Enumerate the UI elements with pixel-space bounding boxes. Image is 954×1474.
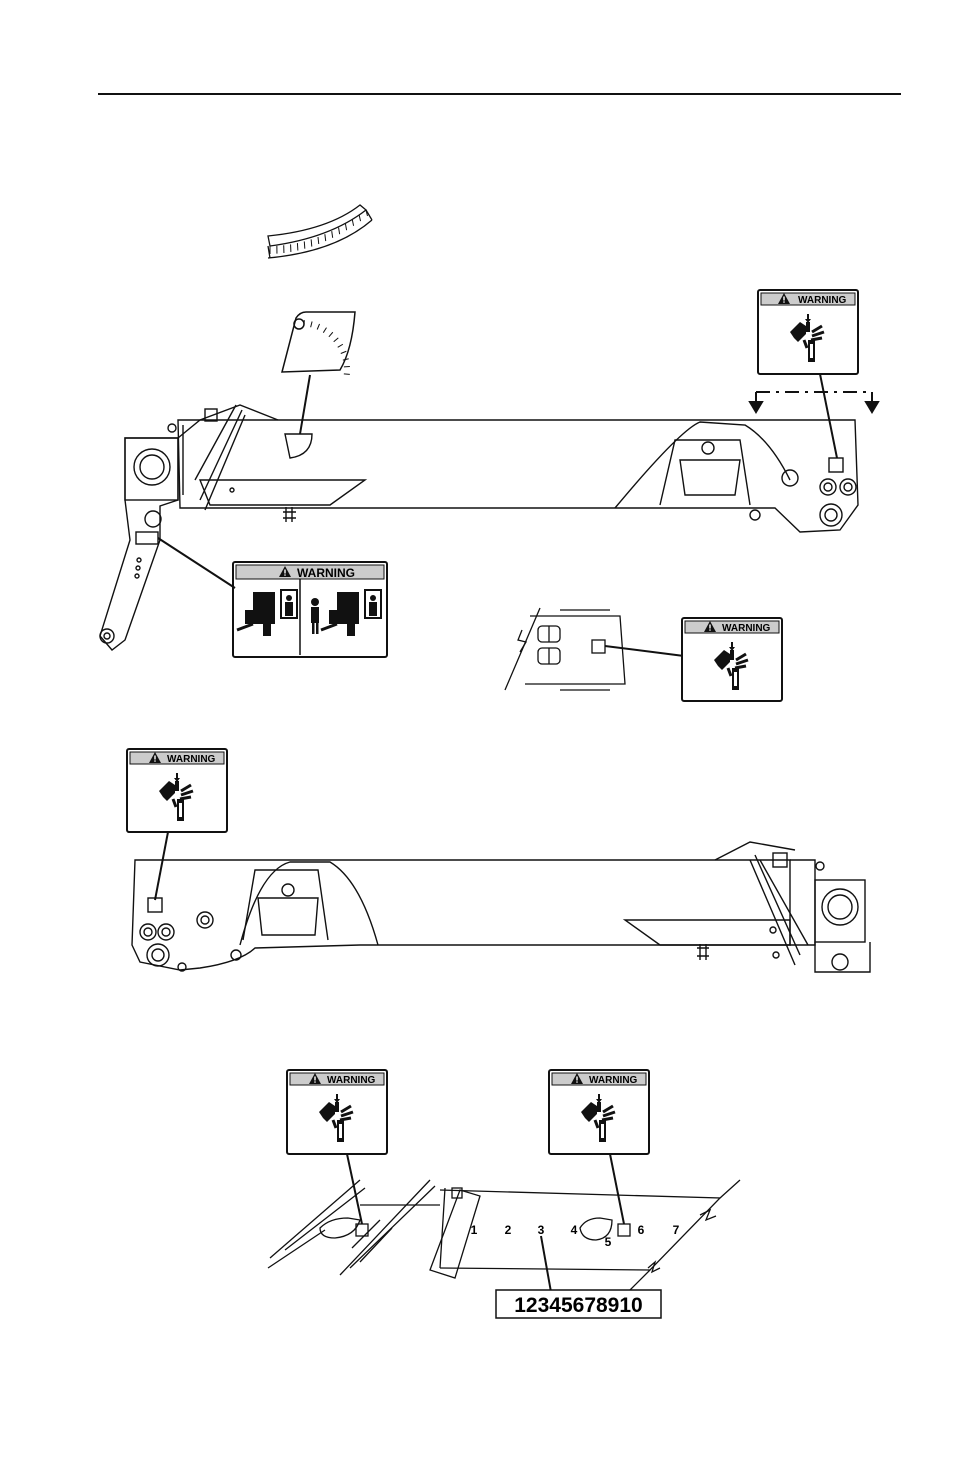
scale-tick xyxy=(318,237,319,244)
scale-tick xyxy=(339,228,340,235)
scale-tick xyxy=(304,320,305,326)
position-number: 6 xyxy=(638,1223,645,1237)
warning-decal-crush-1: WARNING xyxy=(758,290,858,374)
scale-tick xyxy=(332,231,333,238)
position-number: 5 xyxy=(605,1235,612,1249)
length-indicator-decal: 12345678910 xyxy=(496,1290,661,1318)
position-number: 7 xyxy=(673,1223,680,1237)
warning-label: WARNING xyxy=(297,566,355,580)
warning-decal-crush-5: WARNING xyxy=(549,1070,649,1154)
warning-decal-crush-3: WARNING xyxy=(127,749,227,832)
boom-position-numbers: 1 2 3 4 5 6 7 xyxy=(471,1223,680,1249)
position-number: 3 xyxy=(538,1223,545,1237)
warning-decal-crush-4: WARNING xyxy=(287,1070,387,1154)
scale-tick xyxy=(345,224,346,230)
scale-tick xyxy=(359,215,360,221)
scale-tick xyxy=(304,241,305,248)
scale-tick xyxy=(344,374,350,375)
warning-decal-crush-2: WARNING xyxy=(682,618,782,701)
warning-label: WARNING xyxy=(589,1075,638,1086)
warning-decal-pinch-point: WARNING xyxy=(233,562,387,657)
warning-label: WARNING xyxy=(722,623,771,634)
warning-label: WARNING xyxy=(327,1075,376,1086)
position-number: 2 xyxy=(505,1223,512,1237)
scale-tick xyxy=(352,220,353,226)
position-number: 1 xyxy=(471,1223,478,1237)
boom-side-view-1 xyxy=(100,405,858,650)
boom-side-view-2 xyxy=(132,842,870,972)
section-arrows xyxy=(750,392,878,412)
boom-tip-detail xyxy=(505,608,625,690)
position-number: 4 xyxy=(571,1223,578,1237)
angle-decal-callout xyxy=(282,312,355,434)
warning-label: WARNING xyxy=(167,754,216,765)
scale-tick xyxy=(311,239,312,246)
scale-tick xyxy=(325,234,326,241)
length-indicator-text: 12345678910 xyxy=(514,1294,642,1317)
warning-label: WARNING xyxy=(798,295,847,306)
